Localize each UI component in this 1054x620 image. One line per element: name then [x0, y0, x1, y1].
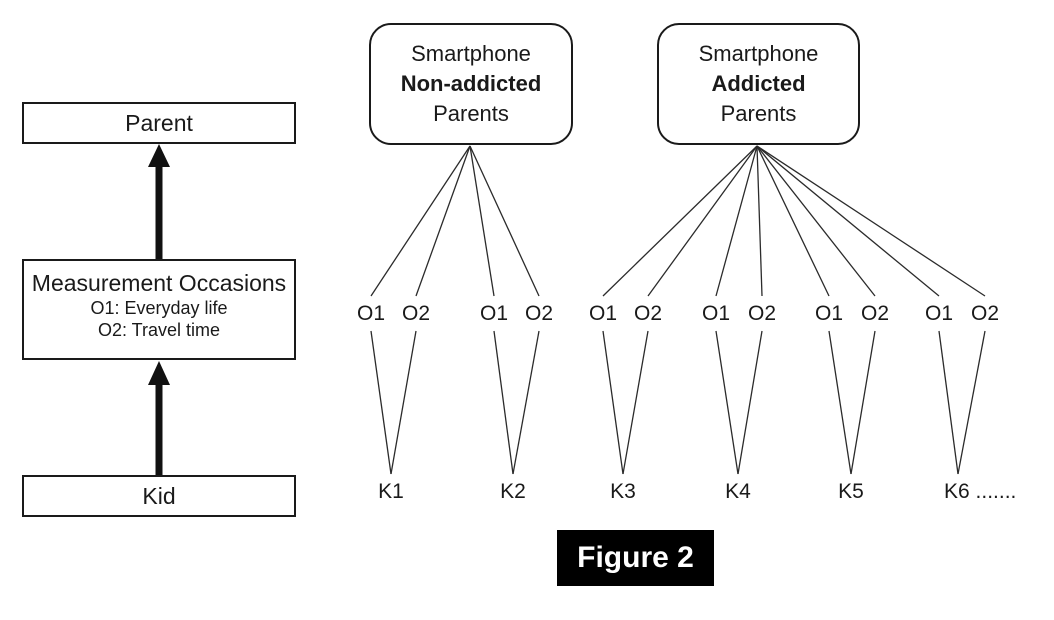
- kid-label: K3: [610, 480, 636, 503]
- measurement-occasions-box: Measurement Occasions O1: Everyday life …: [22, 259, 296, 360]
- occasion-label: O1: [356, 302, 386, 325]
- connector-line: [370, 330, 392, 475]
- measurement-occasion-2: O2: Travel time: [97, 320, 221, 340]
- connector-line: [756, 145, 830, 297]
- measurement-title: Measurement Occasions: [31, 270, 287, 296]
- group-title-line: Smartphone: [698, 41, 819, 66]
- kid-label: K6 .......: [944, 480, 1017, 503]
- kid-to-measurement-arrow: [148, 361, 170, 475]
- parent-box: Parent: [22, 102, 296, 144]
- fan-lines: [370, 145, 986, 475]
- connector-line: [647, 145, 758, 297]
- kid-label: K4: [725, 480, 751, 503]
- kid-label: K1: [378, 480, 404, 503]
- connector-line: [756, 145, 940, 297]
- connector-line: [938, 330, 959, 475]
- connector-line: [715, 145, 758, 297]
- kid-label: K5: [838, 480, 864, 503]
- connector-line: [957, 330, 986, 475]
- non-addicted-parents-box: Smartphone Non-addicted Parents: [369, 23, 573, 145]
- occasion-label: O1: [588, 302, 618, 325]
- occasion-label: O1: [479, 302, 509, 325]
- occasion-label: O2: [747, 302, 777, 325]
- connector-line: [756, 145, 763, 297]
- connector-line: [737, 330, 763, 475]
- occasion-label: O1: [924, 302, 954, 325]
- kid-label: Kid: [142, 482, 176, 509]
- connector-line: [469, 145, 540, 297]
- figure-label: Figure 2: [557, 530, 714, 586]
- occasion-label: O1: [701, 302, 731, 325]
- connector-line: [469, 145, 495, 297]
- parent-label: Parent: [125, 109, 193, 136]
- occasion-label: O2: [860, 302, 890, 325]
- connector-line: [370, 145, 471, 297]
- group-title-line-bold: Addicted: [711, 71, 806, 96]
- addicted-parents-box: Smartphone Addicted Parents: [657, 23, 860, 145]
- kid-box: Kid: [22, 475, 296, 517]
- connector-line: [850, 330, 876, 475]
- figure-label-text: Figure 2: [577, 541, 694, 574]
- occasion-label: O1: [814, 302, 844, 325]
- group-title-line: Smartphone: [411, 41, 531, 66]
- connector-line: [756, 145, 876, 297]
- measurement-occasion-1: O1: Everyday life: [90, 298, 228, 318]
- connector-line: [493, 330, 514, 475]
- group-title-line: Parents: [433, 101, 509, 126]
- group-title-line: Parents: [720, 101, 797, 126]
- connector-line: [622, 330, 649, 475]
- connector-line: [602, 145, 758, 297]
- connector-line: [756, 145, 986, 297]
- occasion-label: O2: [970, 302, 1000, 325]
- connector-line: [512, 330, 540, 475]
- connector-line: [415, 145, 471, 297]
- kid-label: K2: [500, 480, 526, 503]
- measurement-to-parent-arrow: [148, 144, 170, 259]
- group-title-line-bold: Non-addicted: [400, 71, 542, 96]
- occasion-label: O2: [633, 302, 663, 325]
- connector-line: [390, 330, 417, 475]
- connector-line: [715, 330, 739, 475]
- occasion-label: O2: [401, 302, 431, 325]
- occasion-label: O2: [524, 302, 554, 325]
- connector-line: [602, 330, 624, 475]
- connector-line: [828, 330, 852, 475]
